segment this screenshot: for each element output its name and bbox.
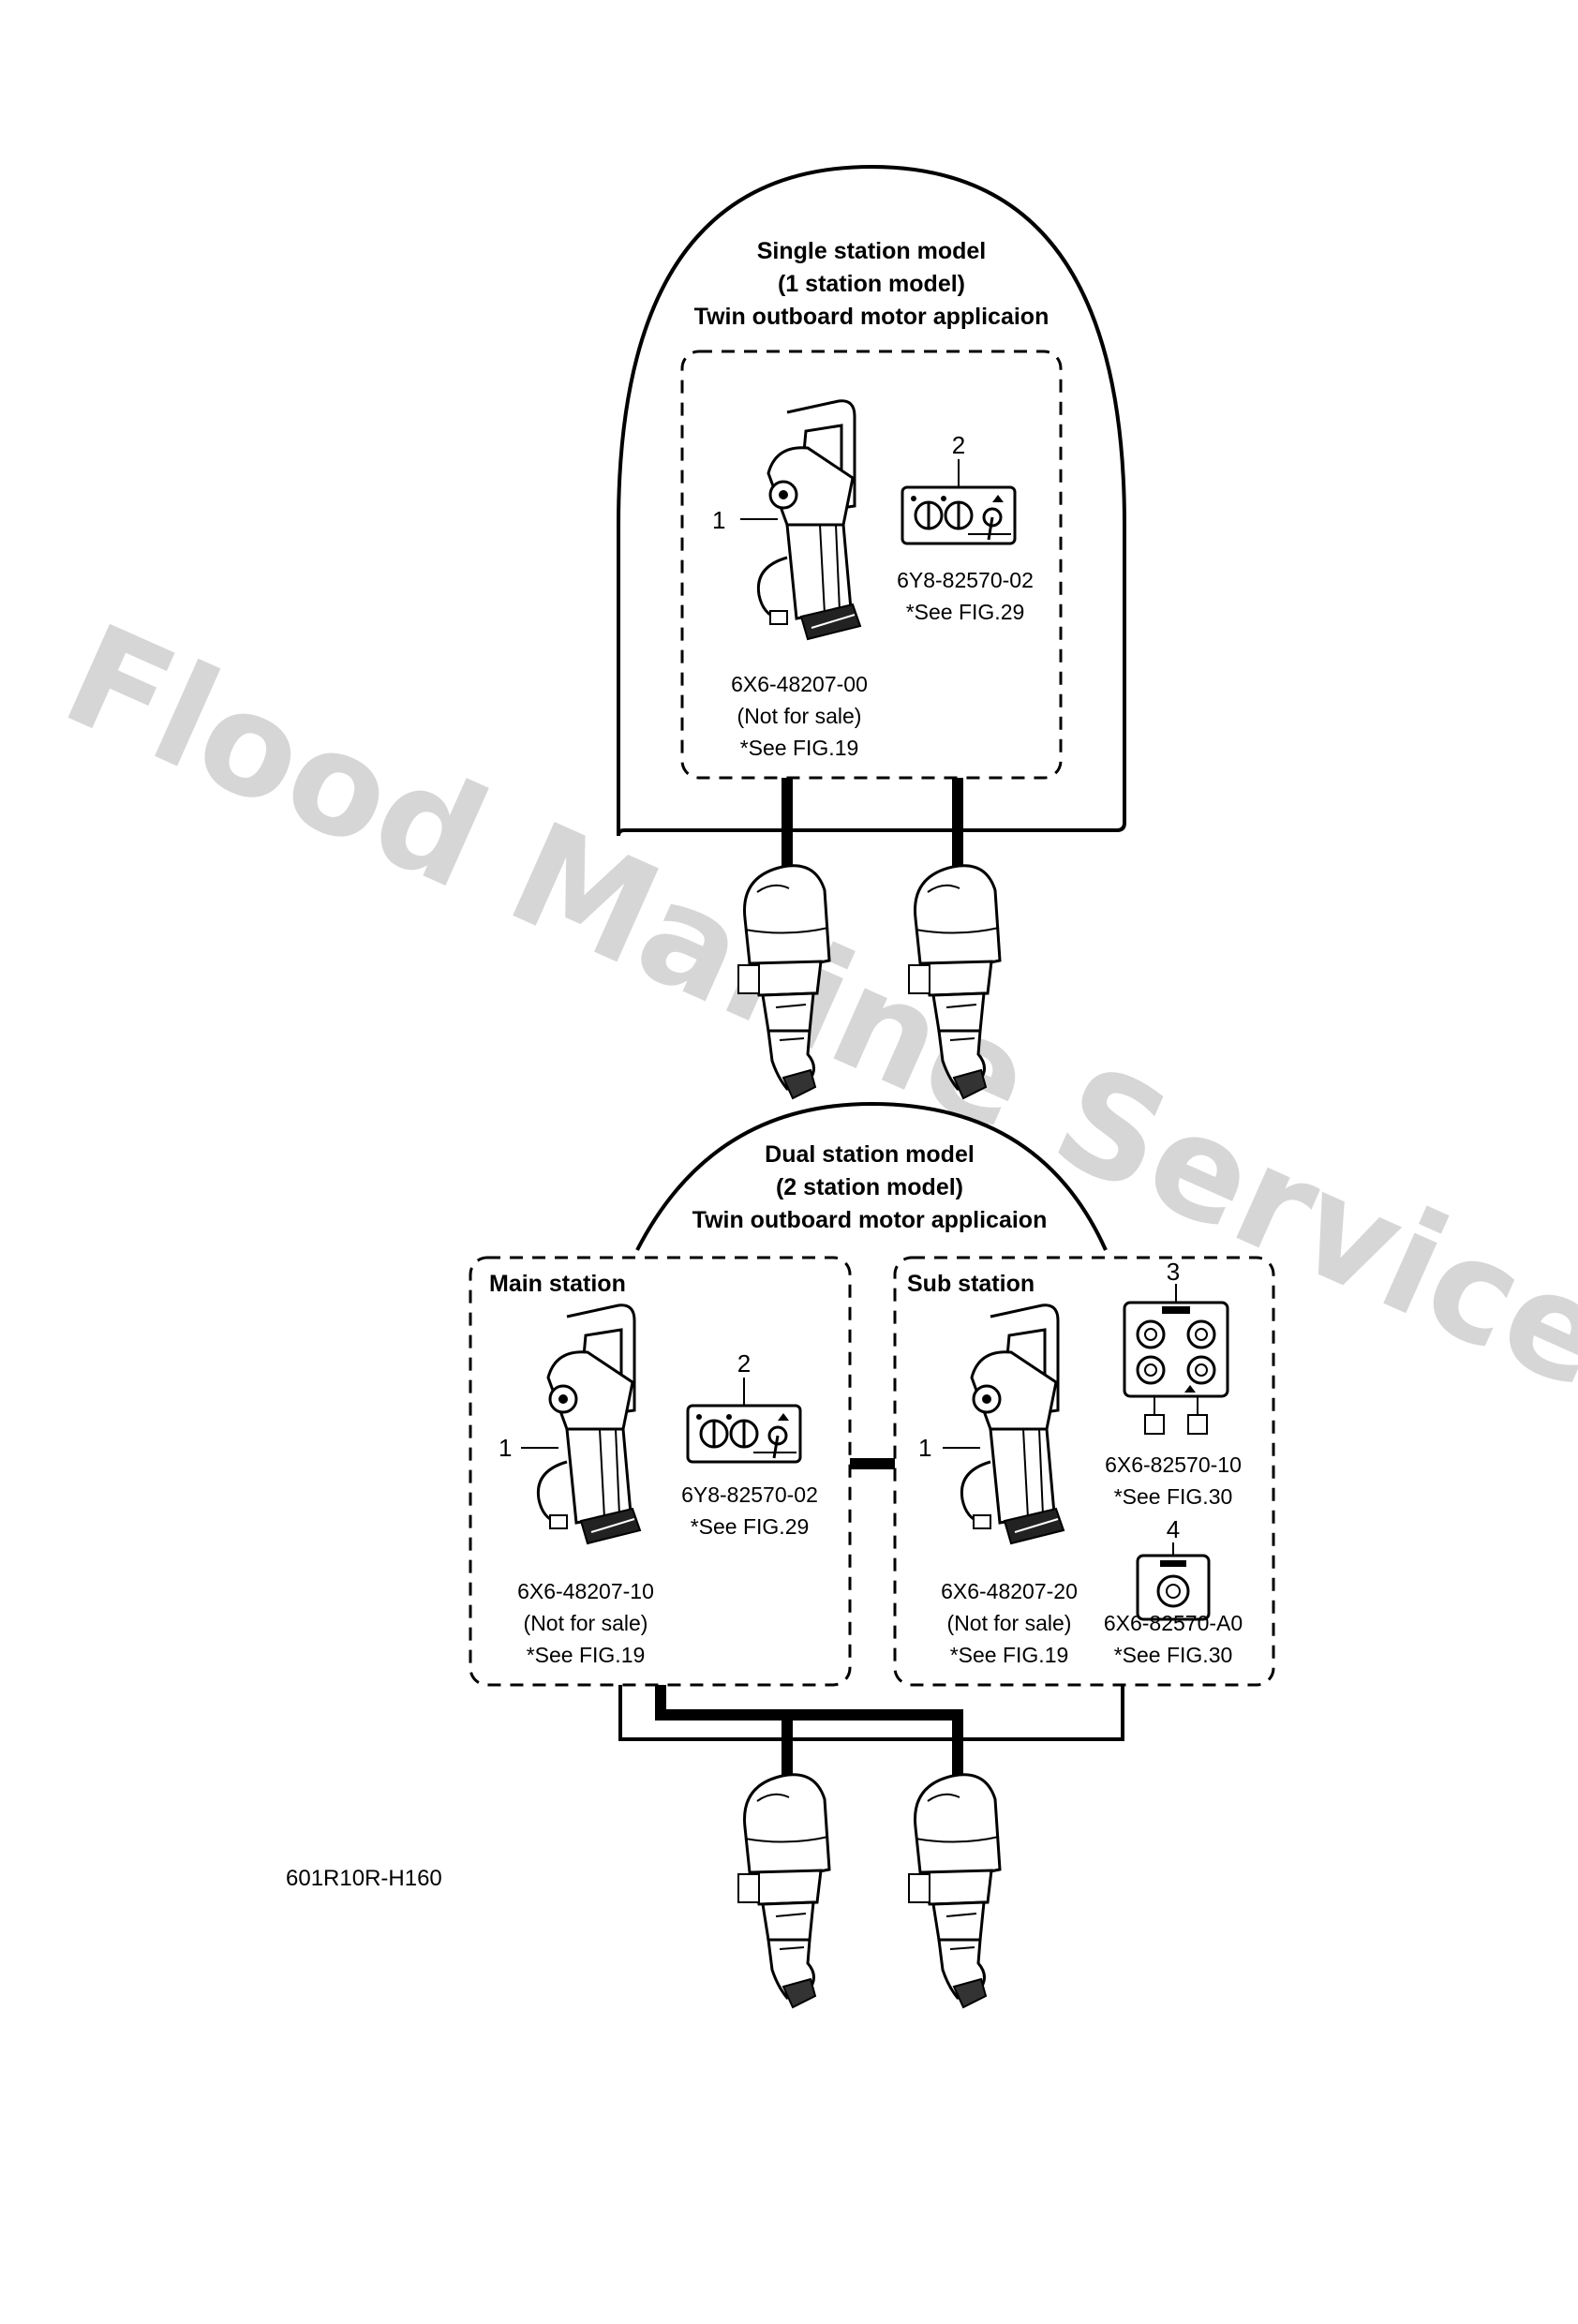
dual-station-section: Dual station model (2 station model) Twi…	[469, 1101, 1275, 2009]
sub-part-3-code: 6X6-82570-10	[1105, 1452, 1242, 1477]
sub-part-1-note: (Not for sale)	[947, 1611, 1072, 1635]
main-part-1-code: 6X6-48207-10	[517, 1579, 654, 1603]
single-title-line-2: (1 station model)	[778, 271, 965, 297]
outboard-motor-icon	[907, 1773, 1002, 2009]
main-part-2-code: 6Y8-82570-02	[681, 1482, 818, 1507]
main-callout-2: 2	[737, 1349, 751, 1378]
sub-part-4-ref: *See FIG.30	[1114, 1643, 1233, 1667]
single-part-1-note: (Not for sale)	[737, 704, 862, 728]
sub-part-1-code: 6X6-48207-20	[941, 1579, 1078, 1603]
figure-code: 601R10R-H160	[286, 1866, 442, 1891]
main-part-1-ref: *See FIG.19	[527, 1643, 646, 1667]
sub-station-label: Sub station	[907, 1271, 1035, 1297]
remote-control-box-icon	[960, 1304, 1065, 1545]
dual-title-line-3: Twin outboard motor applicaion	[692, 1207, 1048, 1233]
four-button-panel-icon	[1123, 1301, 1229, 1398]
outboard-motor-icon	[737, 1773, 831, 2009]
panel-connector-icon	[1144, 1385, 1208, 1435]
sub-station-dashed-box	[893, 1256, 1275, 1687]
switch-panel-icon	[901, 485, 1017, 545]
single-title-line-1: Single station model	[757, 238, 986, 264]
single-station-section: Single station model (1 station model) T…	[617, 164, 1126, 1100]
single-button-panel-icon	[1136, 1554, 1211, 1621]
main-part-1-note: (Not for sale)	[524, 1611, 648, 1635]
sub-callout-3: 3	[1167, 1258, 1180, 1286]
sub-part-4-code: 6X6-82570-A0	[1104, 1611, 1243, 1635]
dual-station-arch	[635, 1101, 1108, 1251]
single-title-line-3: Twin outboard motor applicaion	[694, 304, 1050, 330]
single-part-1-ref: *See FIG.19	[740, 736, 859, 760]
dual-title-line-2: (2 station model)	[776, 1174, 963, 1200]
sub-part-3-ref: *See FIG.30	[1114, 1484, 1233, 1509]
main-station-dashed-box	[469, 1256, 852, 1687]
switch-panel-icon	[686, 1404, 802, 1464]
main-station-label: Main station	[489, 1271, 626, 1297]
single-part-2-code: 6Y8-82570-02	[897, 568, 1034, 592]
single-callout-2: 2	[952, 431, 965, 459]
single-station-outline	[617, 164, 1126, 837]
single-station-dashed-box	[680, 350, 1063, 780]
main-part-2-ref: *See FIG.29	[691, 1514, 810, 1539]
dual-station-cables	[618, 1685, 1124, 1780]
sub-callout-1: 1	[918, 1434, 931, 1462]
sub-part-1-ref: *See FIG.19	[950, 1643, 1069, 1667]
dual-title-line-1: Dual station model	[765, 1141, 975, 1168]
main-callout-1: 1	[499, 1434, 512, 1462]
sub-callout-4: 4	[1167, 1515, 1180, 1543]
single-callout-1: 1	[712, 506, 725, 534]
single-part-2-ref: *See FIG.29	[906, 600, 1025, 624]
single-part-1-code: 6X6-48207-00	[731, 672, 868, 696]
remote-control-box-icon	[536, 1304, 642, 1545]
